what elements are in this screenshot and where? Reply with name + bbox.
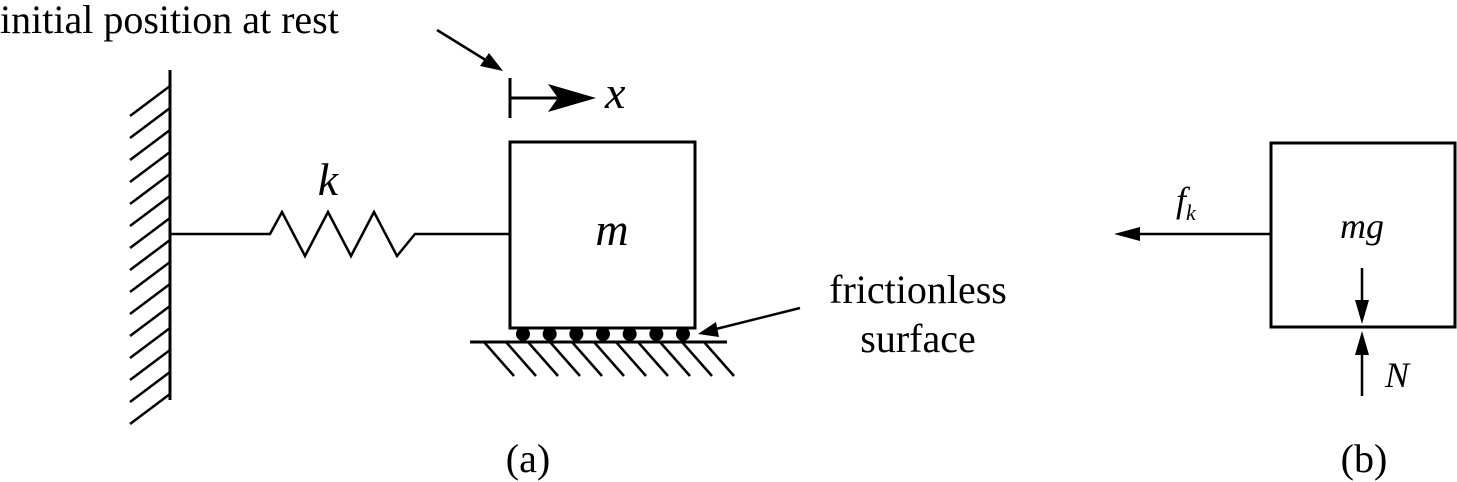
friction-arrowhead [1114, 227, 1140, 241]
wall-hatch-line [129, 305, 171, 337]
wall [129, 70, 172, 425]
roller [516, 327, 530, 341]
panel-a-label: (a) [506, 436, 550, 481]
panel-b-label: (b) [1341, 436, 1388, 481]
displacement-arrowhead [548, 84, 596, 112]
spring-constant-label: k [318, 154, 340, 205]
wall-hatch-line [129, 261, 171, 293]
roller [596, 327, 610, 341]
rollers [516, 327, 690, 341]
ground-hatch-line [571, 341, 603, 377]
ground-hatch-line [615, 341, 647, 377]
surface-label-line2: surface [860, 316, 975, 361]
surface-label-line1: frictionless [829, 267, 1007, 312]
ground-hatch-line [593, 341, 625, 377]
ground [470, 340, 735, 377]
initial-position-pointer [436, 28, 493, 66]
wall-hatch-line [129, 217, 171, 249]
initial-position-marker: x [508, 67, 626, 118]
normal-arrowhead [1355, 331, 1369, 355]
ground-hatch-line [637, 341, 669, 377]
roller [542, 327, 557, 341]
wall-hatch-line [129, 239, 171, 271]
wall-hatch-line [129, 371, 171, 403]
roller [649, 327, 664, 341]
displacement-label: x [604, 67, 626, 118]
wall-hatch-line [129, 151, 171, 183]
ground-hatch-line [483, 341, 515, 377]
wall-hatch-line [129, 129, 171, 161]
panel-b: mg N fk (b) [1114, 141, 1457, 481]
wall-hatch-line [129, 173, 171, 205]
wall-hatch-line [129, 195, 171, 227]
roller [676, 327, 690, 341]
mass-label: m [595, 204, 628, 255]
weight-label: mg [1340, 206, 1384, 246]
initial-position-label: initial position at rest [0, 0, 339, 42]
wall-hatching [129, 85, 171, 425]
wall-hatch-line [129, 107, 171, 139]
surface-pointer-head [698, 322, 719, 337]
roller [569, 327, 584, 341]
wall-hatch-line [129, 349, 171, 381]
wall-hatch-line [129, 327, 171, 359]
ground-hatch-line [549, 341, 581, 377]
ground-hatch-line [703, 341, 735, 377]
weight-arrowhead [1355, 300, 1369, 324]
wall-hatch-line [129, 393, 171, 425]
ground-hatch-line [505, 341, 537, 377]
initial-position-pointer-head [480, 53, 503, 71]
friction-force-subscript: k [1186, 200, 1197, 225]
ground-hatch-line [681, 341, 713, 377]
ground-hatching [483, 341, 735, 377]
surface-pointer [711, 306, 801, 332]
wall-hatch-line [129, 85, 171, 117]
friction-force-label: fk [1176, 180, 1197, 225]
wall-hatch-line [129, 283, 171, 315]
panel-a: k m x initial position at rest frictionl… [0, 0, 1007, 481]
ground-hatch-line [659, 341, 691, 377]
roller [622, 327, 637, 341]
spring [170, 209, 510, 259]
normal-force-label: N [1384, 355, 1411, 395]
ground-hatch-line [527, 341, 559, 377]
